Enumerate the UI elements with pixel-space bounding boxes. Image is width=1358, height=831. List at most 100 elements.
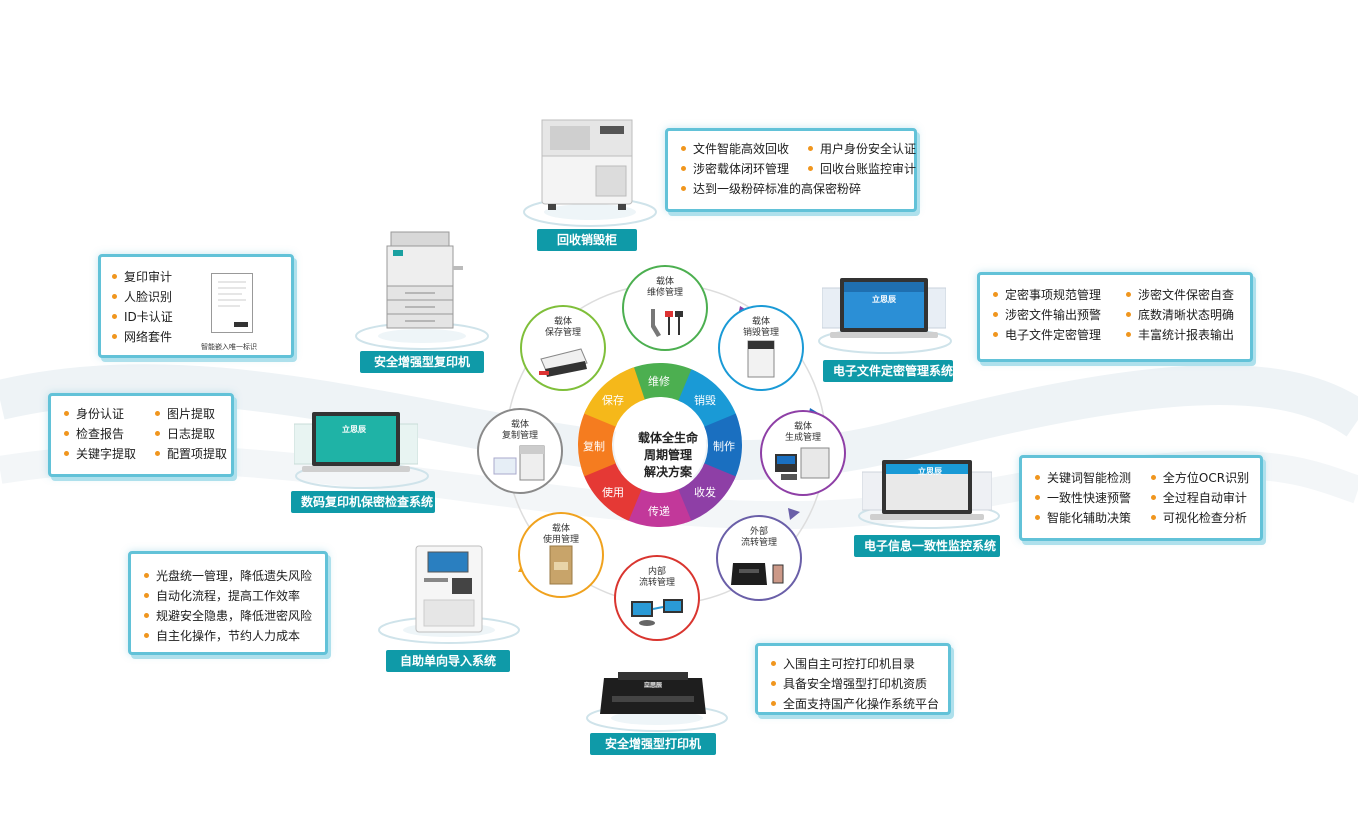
import-item-4: 自主化操作，节约人力成本 — [143, 626, 315, 646]
node-external: 外部 流转管理 — [716, 515, 802, 601]
printer-item-1: 入围自主可控打印机目录 — [770, 654, 938, 674]
node-produce-line2: 生成管理 — [784, 433, 821, 443]
node-copy-line1: 载体 — [510, 420, 529, 430]
node-destroy: 载体 销毁管理 — [718, 305, 804, 391]
center-wheel — [578, 363, 742, 527]
wheel-segment — [678, 369, 738, 430]
recycle-item-4: 回收台账监控审计 — [807, 159, 916, 179]
copier-item-3: ID卡认证 — [111, 307, 173, 327]
consistency-item-3: 一致性快速预警 — [1034, 488, 1132, 508]
laptop-edoc-icon: 立思辰 — [821, 276, 947, 350]
wheel-segment — [578, 408, 618, 477]
digital-item-3: 检查报告 — [63, 424, 136, 444]
laptop-digital-icon: 立思辰 — [293, 410, 419, 484]
node-usage-line1: 载体 — [551, 524, 570, 534]
digital-item-2: 图片提取 — [154, 404, 227, 424]
copier-small-icon — [493, 445, 545, 481]
edoc-item-2: 涉密文件保密自查 — [1125, 285, 1240, 305]
node-external-line2: 流转管理 — [740, 538, 777, 548]
node-repair-line2: 维修管理 — [646, 288, 683, 298]
import-item-2: 自动化流程，提高工作效率 — [143, 586, 315, 606]
wheel-segment — [675, 463, 736, 523]
scanner-icon — [539, 348, 588, 377]
digital-item-4: 日志提取 — [154, 424, 227, 444]
label-printer: 安全增强型打印机 — [590, 733, 716, 755]
copier-item-4: 网络套件 — [111, 327, 173, 347]
wheel-segment — [628, 363, 697, 403]
label-recycle: 回收销毁柜 — [537, 229, 637, 251]
info-edoc: 定密事项规范管理 涉密文件保密自查 涉密文件输出预警 底数清晰状态明确 电子文件… — [977, 272, 1253, 362]
production-devices-icon — [775, 447, 830, 480]
node-copy: 载体 复制管理 — [477, 408, 563, 494]
label-consistency: 电子信息一致性监控系统 — [854, 535, 1000, 557]
import-item-3: 规避安全隐患，降低泄密风险 — [143, 606, 315, 626]
center-line-3: 解决方案 — [643, 465, 692, 479]
node-destroy-line2: 销毁管理 — [742, 328, 779, 338]
consistency-brand: 立思辰 — [918, 467, 942, 476]
edoc-item-6: 丰富统计报表输出 — [1125, 325, 1240, 345]
node-preserve-line2: 保存管理 — [544, 328, 581, 338]
recycle-item-3: 涉密载体闭环管理 — [680, 159, 789, 179]
info-digital-copier: 身份认证 图片提取 检查报告 日志提取 关键字提取 配置项提取 — [48, 393, 234, 477]
node-repair: 载体 维修管理 — [622, 265, 708, 351]
consistency-item-2: 全方位OCR识别 — [1150, 468, 1250, 488]
node-repair-line1: 载体 — [655, 277, 674, 287]
ring-arrow-4 — [788, 508, 800, 520]
node-usage-line2: 使用管理 — [542, 535, 579, 545]
node-usage: 载体 使用管理 — [518, 512, 604, 598]
digital-item-1: 身份认证 — [63, 404, 136, 424]
printer-brand: 立思辰 — [644, 682, 663, 689]
edoc-item-4: 底数清晰状态明确 — [1125, 305, 1240, 325]
recycle-cabinet-icon — [540, 112, 636, 216]
edoc-item-5: 电子文件定密管理 — [992, 325, 1107, 345]
node-internal-line2: 流转管理 — [638, 578, 675, 588]
label-import: 自助单向导入系统 — [386, 650, 510, 672]
label-printer-icon — [731, 563, 784, 585]
wheel-segment — [702, 413, 742, 482]
node-produce: 载体 生成管理 — [760, 410, 846, 496]
envelope-icon — [549, 545, 573, 585]
label-digital-copier: 数码复印机保密检查系统 — [291, 491, 435, 513]
recycle-item-1: 文件智能高效回收 — [680, 139, 789, 159]
printer-item-2: 具备安全增强型打印机资质 — [770, 674, 938, 694]
consistency-item-5: 智能化辅助决策 — [1034, 508, 1132, 528]
wheel-segment-label: 传递 — [648, 505, 670, 518]
shredder-icon — [747, 340, 775, 378]
edoc-item-3: 涉密文件输出预警 — [992, 305, 1107, 325]
laptop-consistency-icon: 立思辰 — [861, 458, 993, 532]
label-copier: 安全增强型复印机 — [360, 351, 484, 373]
center-line-2: 周期管理 — [643, 448, 692, 462]
wheel-segment-label: 使用 — [602, 485, 625, 499]
network-icon — [631, 599, 683, 626]
center-title: 载体全生命 周期管理 解决方案 — [620, 430, 716, 481]
node-internal-line1: 内部 — [647, 567, 666, 577]
edoc-item-1: 定密事项规范管理 — [992, 285, 1107, 305]
node-destroy-line1: 载体 — [751, 317, 770, 327]
node-internal: 内部 流转管理 — [614, 555, 700, 641]
import-item-1: 光盘统一管理，降低遗失风险 — [143, 566, 315, 586]
node-produce-line1: 载体 — [793, 422, 812, 432]
digital-item-6: 配置项提取 — [154, 444, 227, 464]
printer-item-3: 全面支持国产化操作系统平台 — [770, 694, 939, 714]
node-preserve: 载体 保存管理 — [520, 305, 606, 391]
node-preserve-line1: 载体 — [553, 317, 572, 327]
wheel-segment-label: 制作 — [713, 440, 735, 453]
copier-icon — [385, 226, 465, 338]
node-external-line1: 外部 — [749, 527, 768, 537]
copier-item-1: 复印审计 — [111, 267, 173, 287]
node-copy-line2: 复制管理 — [501, 431, 538, 441]
wheel-segment-label: 销毁 — [693, 394, 716, 408]
doc-caption: 智能嵌入唯一标识 — [201, 343, 257, 351]
info-import: 光盘统一管理，降低遗失风险 自动化流程，提高工作效率 规避安全隐患，降低泄密风险… — [128, 551, 328, 655]
printer-icon: 立思辰 — [598, 668, 708, 726]
recycle-item-5: 达到一级粉碎标准的高保密粉碎 — [680, 179, 904, 199]
wheel-segment-label: 复制 — [583, 440, 605, 453]
info-copier: 复印审计 人脸识别 ID卡认证 网络套件 智能嵌入唯一标识 — [98, 254, 294, 358]
kiosk-icon — [414, 544, 484, 640]
wheel-segment-label: 保存 — [602, 394, 625, 408]
edoc-brand: 立思辰 — [872, 295, 896, 304]
wheel-segment — [582, 460, 642, 521]
info-consistency: 关键词智能检测 全方位OCR识别 一致性快速预警 全过程自动审计 智能化辅助决策… — [1019, 455, 1263, 541]
center-line-1: 载体全生命 — [637, 431, 698, 445]
